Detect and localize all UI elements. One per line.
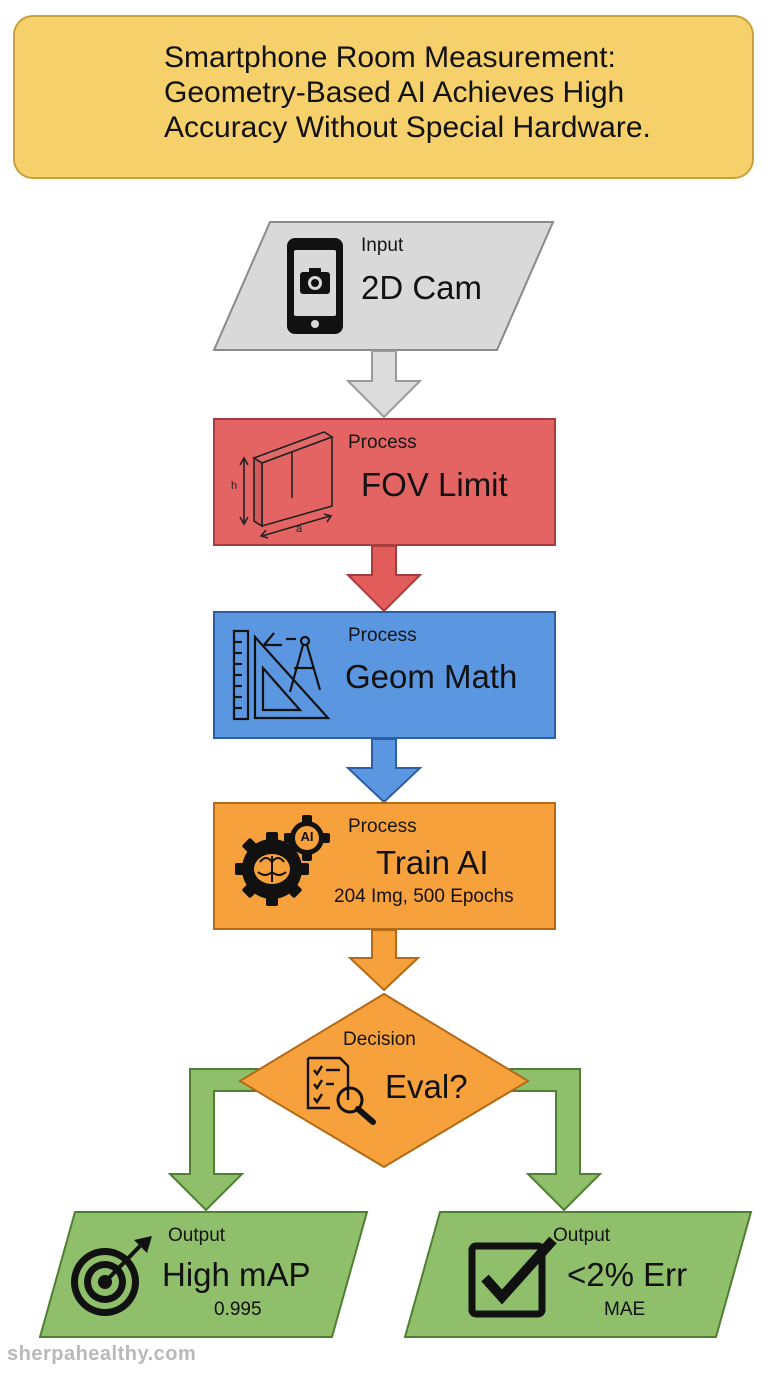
low-err-label: Output <box>553 1225 611 1246</box>
footer-watermark: sherpahealthy.com <box>7 1343 197 1365</box>
checkbox-icon <box>468 1236 557 1318</box>
title-line: Smartphone Room Measurement: <box>164 41 616 74</box>
target-icon <box>71 1236 152 1316</box>
geom-node-text: Geom Math <box>345 658 518 695</box>
low-err-text: <2% Err <box>567 1256 688 1293</box>
ruler-compass-icon <box>232 629 331 721</box>
high-map-label: Output <box>168 1225 226 1246</box>
ai-gear-icon <box>235 815 330 906</box>
input-node-text: 2D Cam <box>361 269 483 306</box>
decision-node-label: Decision <box>343 1029 416 1050</box>
high-map-sub: 0.995 <box>214 1299 262 1320</box>
arrow-input-to-fov <box>345 350 423 419</box>
arrow-decision-to-low-err <box>507 1068 603 1212</box>
camera-phone-icon <box>287 238 343 334</box>
high-map-text: High mAP <box>162 1256 311 1293</box>
arrow-geom-to-train <box>345 738 423 804</box>
fov-dim-a: a <box>296 523 303 535</box>
arrow-decision-to-high-map <box>167 1068 263 1212</box>
title-banner <box>13 15 754 179</box>
decision-node-text: Eval? <box>385 1068 468 1105</box>
input-node-label: Input <box>361 235 404 256</box>
arrow-fov-to-geom <box>345 545 423 613</box>
low-err-sub: MAE <box>604 1299 646 1320</box>
checklist-magnifier-icon <box>306 1056 376 1125</box>
decision-node-shape <box>238 992 530 1169</box>
fov-node-text: FOV Limit <box>361 466 508 503</box>
train-node-sub: 204 Img, 500 Epochs <box>334 886 514 907</box>
title-line: Accuracy Without Special Hardware. <box>164 111 651 144</box>
fov-node-label: Process <box>348 432 417 453</box>
train-node-text: Train AI <box>376 844 489 881</box>
fov-dim-h: h <box>231 480 238 492</box>
arrow-train-to-decision <box>347 929 421 992</box>
panel-dimension-icon <box>239 431 334 539</box>
train-node-label: Process <box>348 816 417 837</box>
geom-node-label: Process <box>348 625 417 646</box>
ai-icon-text: AI <box>300 829 314 844</box>
title-line: Geometry-Based AI Achieves High <box>164 76 625 109</box>
page-title: Smartphone Room Measurement: Geometry-Ba… <box>164 40 744 145</box>
